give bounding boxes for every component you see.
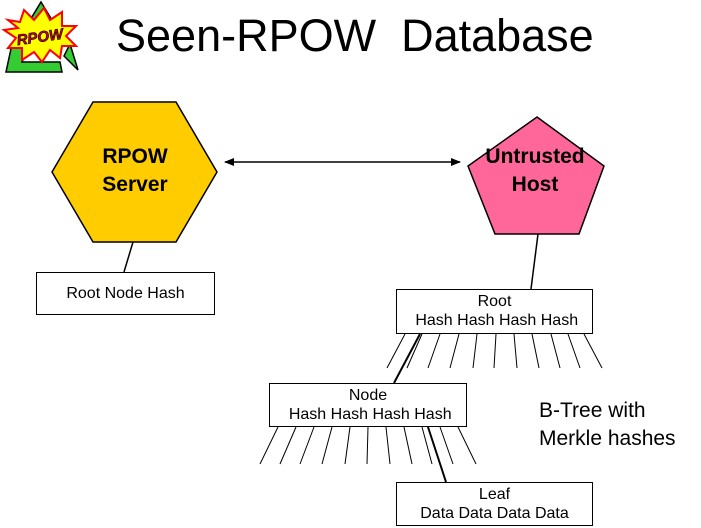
- tree-leaf-data: Data Data Data Data: [420, 505, 569, 522]
- rpow-server-label: RPOW Server: [70, 143, 200, 199]
- host-root-link: [530, 233, 539, 290]
- tree-root-title: Root: [477, 293, 512, 310]
- node-child-pointers: [259, 426, 477, 465]
- untrusted-host-label-line2: Host: [511, 173, 559, 196]
- root-node-hash-text: Root Node Hash: [66, 285, 185, 302]
- node-leaf-link: [427, 426, 447, 483]
- rpow-server-label-line1: RPOW: [102, 145, 168, 168]
- btree-note: B-Tree with Merkle hashes: [539, 397, 676, 453]
- starburst-icon: [1, 6, 79, 64]
- untrusted-host-label-line1: Untrusted: [485, 145, 585, 168]
- rpow-server-hexagon: [51, 101, 218, 243]
- page-title: Seen-RPOW Database: [116, 10, 594, 61]
- rpow-server-label-line2: Server: [102, 173, 168, 196]
- tree-leaf-title: Leaf: [478, 486, 511, 503]
- tree-root-box: Root Hash Hash Hash Hash: [396, 289, 593, 334]
- root-child-pointers: [386, 333, 603, 369]
- untrusted-host-pentagon: [467, 116, 605, 235]
- tree-node-title: Node: [348, 387, 388, 404]
- root-node-link: [393, 333, 421, 384]
- tree-leaf-box: Leaf Data Data Data Data: [396, 482, 593, 526]
- root-node-hash-box: Root Node Hash: [36, 272, 215, 315]
- tree-node-box: Node Hash Hash Hash Hash: [269, 383, 467, 427]
- tree-root-hashes: Hash Hash Hash Hash: [410, 312, 579, 329]
- rpow-logo: RPOW: [1, 0, 79, 73]
- btree-note-line2: Merkle hashes: [539, 427, 676, 450]
- server-root-hash-link: [123, 241, 134, 273]
- btree-note-line1: B-Tree with: [539, 399, 646, 422]
- tree-node-hashes: Hash Hash Hash Hash: [284, 406, 452, 423]
- untrusted-host-label: Untrusted Host: [460, 143, 610, 199]
